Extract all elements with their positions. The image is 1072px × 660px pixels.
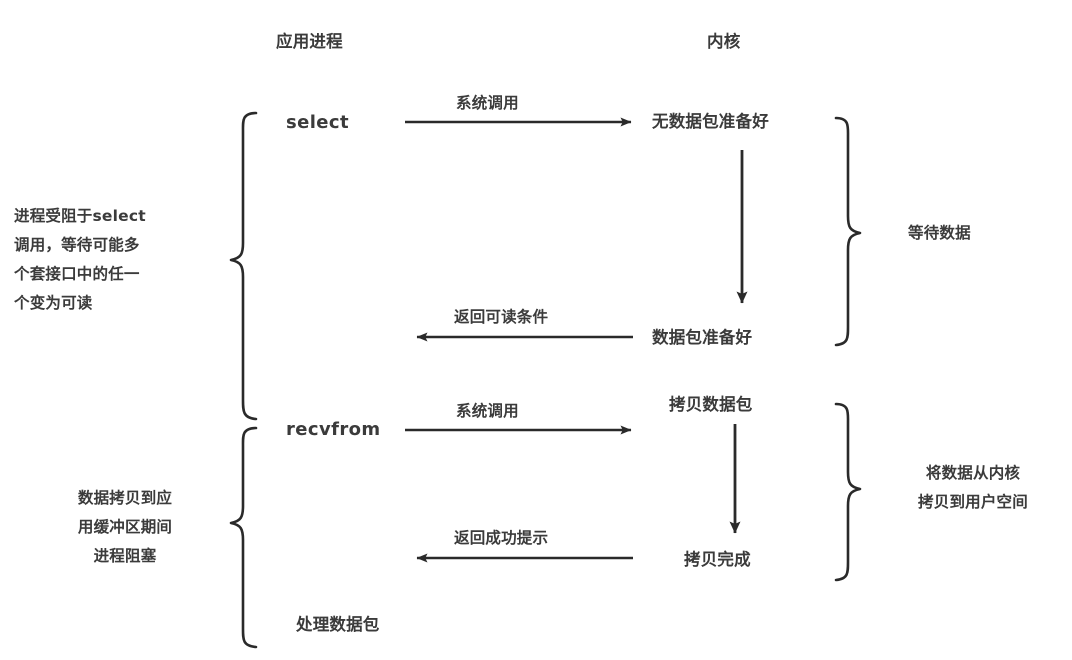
arrow-label-return-readable-condition: 返回可读条件: [454, 308, 549, 326]
call-select: select: [286, 112, 349, 133]
left-note-blocked-in-select-line-3: 个套接口中的任一: [14, 265, 140, 283]
kernel-state-datagram-ready: 数据包准备好: [652, 328, 753, 347]
kernel-state-no-datagram-ready: 无数据包准备好: [652, 112, 769, 131]
right-brace-waiting-for-data: [834, 116, 862, 347]
arrow-label-return-success: 返回成功提示: [454, 529, 549, 547]
kernel-state-copy-datagram: 拷贝数据包: [669, 395, 753, 414]
arrow-label-syscall-recvfrom: 系统调用: [456, 402, 519, 420]
left-note-blocked-during-copy-line-1: 数据拷贝到应: [77, 489, 173, 507]
left-note-blocked-during-copy-line-3: 进程阻塞: [93, 547, 157, 565]
right-note-waiting-for-data: 等待数据: [908, 224, 971, 242]
call-recvfrom: recvfrom: [286, 419, 381, 440]
left-note-blocked-in-select-line-2: 调用，等待可能多: [14, 236, 140, 254]
left-note-blocked-in-select-line-4: 个变为可读: [14, 294, 93, 312]
left-brace-copy-blocking: [229, 426, 258, 649]
left-note-blocked-in-select-line-1: 进程受阻于select: [14, 207, 146, 225]
left-note-blocked-during-copy-line-2: 用缓冲区期间: [77, 518, 173, 536]
arrow-label-syscall-select: 系统调用: [456, 94, 519, 112]
left-brace-select-blocking: [229, 111, 258, 421]
column-heading-kernel: 内核: [707, 32, 741, 51]
column-heading-app-process: 应用进程: [276, 32, 343, 51]
right-note-copy-to-user-line-1: 将数据从内核: [925, 464, 1021, 482]
process-datagram-label: 处理数据包: [296, 615, 380, 634]
right-note-copy-to-user-line-2: 拷贝到用户空间: [918, 493, 1028, 511]
right-brace-copy-to-user: [834, 402, 862, 582]
kernel-state-copy-complete: 拷贝完成: [684, 550, 751, 569]
